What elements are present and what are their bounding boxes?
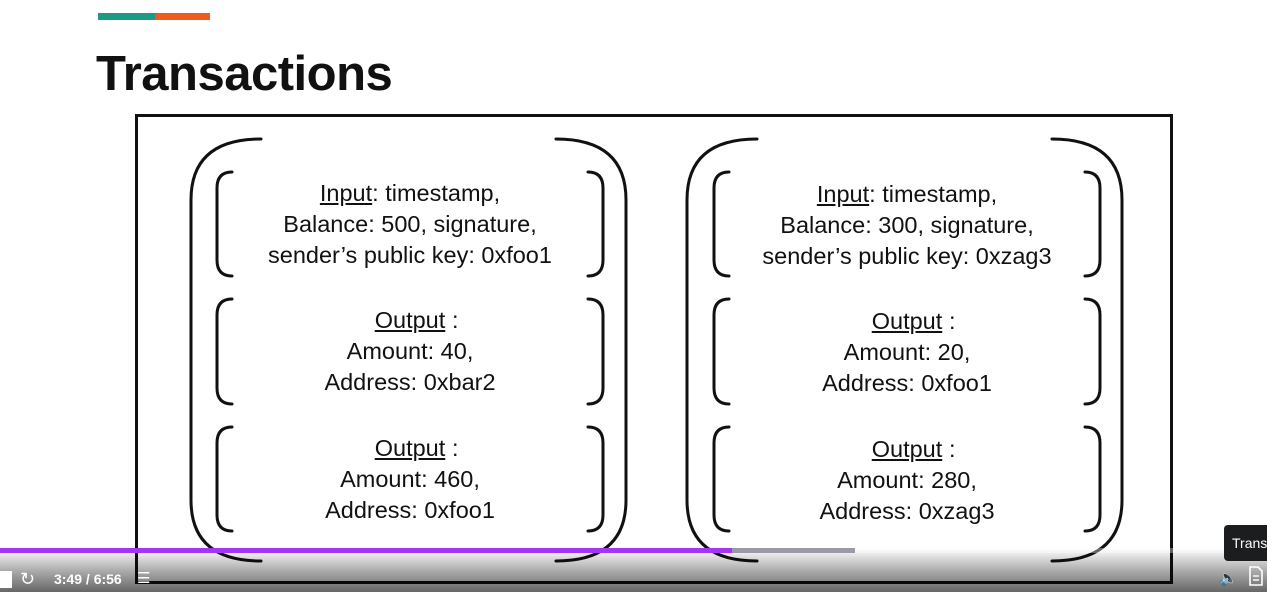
tx2-output2-line1: Amount: 280, [837,467,977,493]
tx2-output2-line2: Address: 0xzag3 [819,498,995,524]
tx1-output1-header: Output [374,307,446,333]
tx1-input-line2: Balance: 500, signature, [283,211,537,237]
tx2-input-header: Input [816,181,870,207]
tx2-input-line1: : timestamp, [869,181,998,207]
tx1-output1-block: Output: Amount: 40, Address: 0xbar2 [220,305,600,398]
tx1-output2-line2: Address: 0xfoo1 [325,497,495,523]
slide-title: Transactions [96,47,393,101]
tx1-input-block: Input: timestamp, Balance: 500, signatur… [220,178,600,271]
player-control-bar [0,548,1267,592]
tx2-input-line2: Balance: 300, signature, [780,212,1034,238]
tx1-input-line3: sender’s public key: 0xfoo1 [268,242,552,268]
tx2-output1-header: Output [871,308,943,334]
tx1-input-header: Input [319,180,373,206]
tx1-output2-line1: Amount: 460, [340,466,480,492]
tx2-output1-block: Output: Amount: 20, Address: 0xfoo1 [717,306,1097,399]
notes-icon[interactable]: ☰ [137,570,151,587]
tx2-output2-header: Output [871,436,943,462]
tx1-output2-header: Output [374,435,446,461]
accent-bar-orange [155,13,210,20]
tx1-output2-block: Output: Amount: 460, Address: 0xfoo1 [220,433,600,526]
tx2-output2-block: Output: Amount: 280, Address: 0xzag3 [717,434,1097,527]
tx2-output1-line1: Amount: 20, [843,339,971,365]
tx1-input-line1: : timestamp, [372,180,501,206]
tx2-output1-line2: Address: 0xfoo1 [822,370,992,396]
transcript-tooltip: Transcript [1224,525,1267,561]
play-icon[interactable] [0,571,12,588]
progress-played [0,548,732,553]
playback-time: 3:49 / 6:56 [54,571,122,587]
tx1-output1-line1: Amount: 40, [346,338,474,364]
accent-bar-teal [98,13,155,20]
tx1-output1-line2: Address: 0xbar2 [324,369,496,395]
transcript-icon[interactable] [1249,566,1263,586]
tx2-input-block: Input: timestamp, Balance: 300, signatur… [717,179,1097,272]
diagram-frame [135,114,1173,584]
tx2-input-line3: sender’s public key: 0xzag3 [762,243,1052,269]
progress-track[interactable] [0,548,1267,553]
rewind-icon[interactable]: ↻ [20,569,36,589]
volume-icon[interactable]: 🔈 [1219,570,1238,587]
